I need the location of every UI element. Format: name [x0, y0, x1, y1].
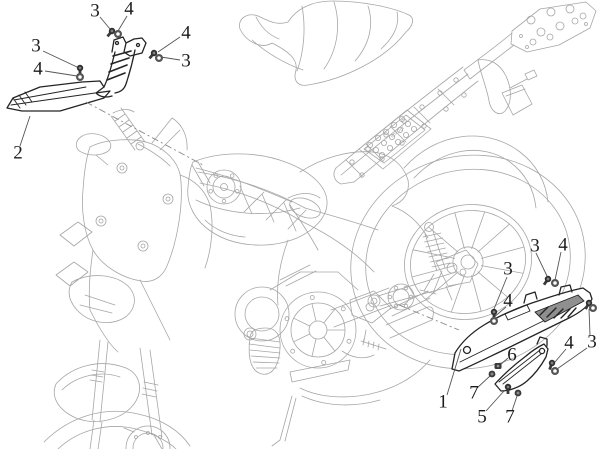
part-1-side-panel[interactable]: [452, 285, 592, 371]
callout-label-1-13: 1: [438, 391, 448, 413]
leader-line-3: [160, 56, 181, 61]
washer-fastener-icon: [155, 54, 163, 62]
passenger-peg-bracket: [436, 250, 478, 300]
nut-fastener-icon: [488, 370, 496, 378]
callout-label-3-7: 3: [530, 235, 540, 257]
leader-line-16: [476, 375, 491, 389]
leader-line-17: [485, 390, 505, 412]
nut-fastener-icon: [514, 389, 522, 397]
screw-fastener-icon: [490, 308, 498, 319]
frame-trellis: [192, 162, 378, 305]
seat: [239, 1, 412, 85]
leader-line-5: [44, 70, 78, 77]
exhaust: [300, 307, 433, 405]
callout-label-4-11: 4: [564, 332, 574, 354]
front-fender: [54, 364, 139, 422]
part-2-inner-panel[interactable]: [7, 37, 146, 111]
washer-fastener-icon: [589, 304, 597, 312]
engine: [235, 265, 358, 382]
rear-rack: [464, 2, 596, 79]
leader-line-13: [556, 347, 588, 370]
screw-fastener-icon: [504, 383, 512, 394]
callout-label-6-14: 6: [507, 344, 517, 366]
screw-fastener-icon: [584, 299, 593, 310]
leader-line-6: [19, 115, 31, 147]
callout-label-7-15: 7: [469, 382, 479, 404]
callout-label-4-8: 4: [558, 234, 568, 256]
leader-line-2: [157, 36, 181, 53]
callout-label-3-0: 3: [90, 0, 100, 22]
footpeg-assembly: [272, 291, 430, 446]
leader-line-11: [554, 348, 567, 363]
callout-label-4-5: 4: [33, 58, 43, 80]
handlebar: [111, 108, 323, 250]
screw-fastener-icon: [106, 27, 116, 38]
leader-line-7: [535, 252, 548, 277]
connector-grid: [367, 116, 416, 157]
leader-line-18: [511, 395, 518, 412]
callout-label-4-1: 4: [124, 0, 134, 20]
callout-label-2-6: 2: [13, 142, 23, 164]
leader-line-0: [99, 16, 111, 30]
rear-shock: [420, 223, 450, 295]
leader-line-4: [42, 50, 78, 68]
callout-label-3-4: 3: [31, 35, 41, 57]
screw-fastener-icon: [542, 275, 552, 286]
callout-label-3-9: 3: [503, 258, 513, 280]
callout-label-4-2: 4: [181, 22, 191, 44]
tail-mudguard: [478, 60, 537, 115]
mount-dash-line-0: [85, 101, 204, 166]
washer-fastener-icon: [490, 317, 498, 325]
callout-label-7-17: 7: [505, 406, 515, 428]
washer-fastener-icon: [76, 73, 84, 81]
screw-fastener-icon: [76, 64, 84, 75]
washer-fastener-icon: [551, 367, 559, 375]
mount-dash-line-1: [398, 304, 460, 331]
screw-fastener-icon: [148, 49, 158, 60]
leader-line-8: [554, 251, 562, 281]
front-fork: [90, 340, 162, 449]
part-5-lower-panel[interactable]: [495, 337, 548, 391]
fuel-tank: [188, 152, 428, 245]
callout-label-3-12: 3: [587, 331, 597, 353]
leader-line-1: [117, 15, 128, 32]
washer-fastener-icon: [114, 30, 122, 38]
front-fairing: [56, 118, 212, 352]
callout-label-3-3: 3: [181, 50, 191, 72]
front-wheel: [44, 411, 190, 449]
leader-line-12: [588, 308, 591, 336]
callout-label-5-16: 5: [477, 406, 487, 428]
leader-line-14: [446, 348, 462, 396]
callout-label-4-10: 4: [503, 290, 513, 312]
leader-line-9: [493, 276, 508, 310]
screw-fastener-icon: [548, 359, 556, 371]
washer-fastener-icon: [551, 279, 559, 287]
clip-fastener-icon: [494, 363, 502, 369]
